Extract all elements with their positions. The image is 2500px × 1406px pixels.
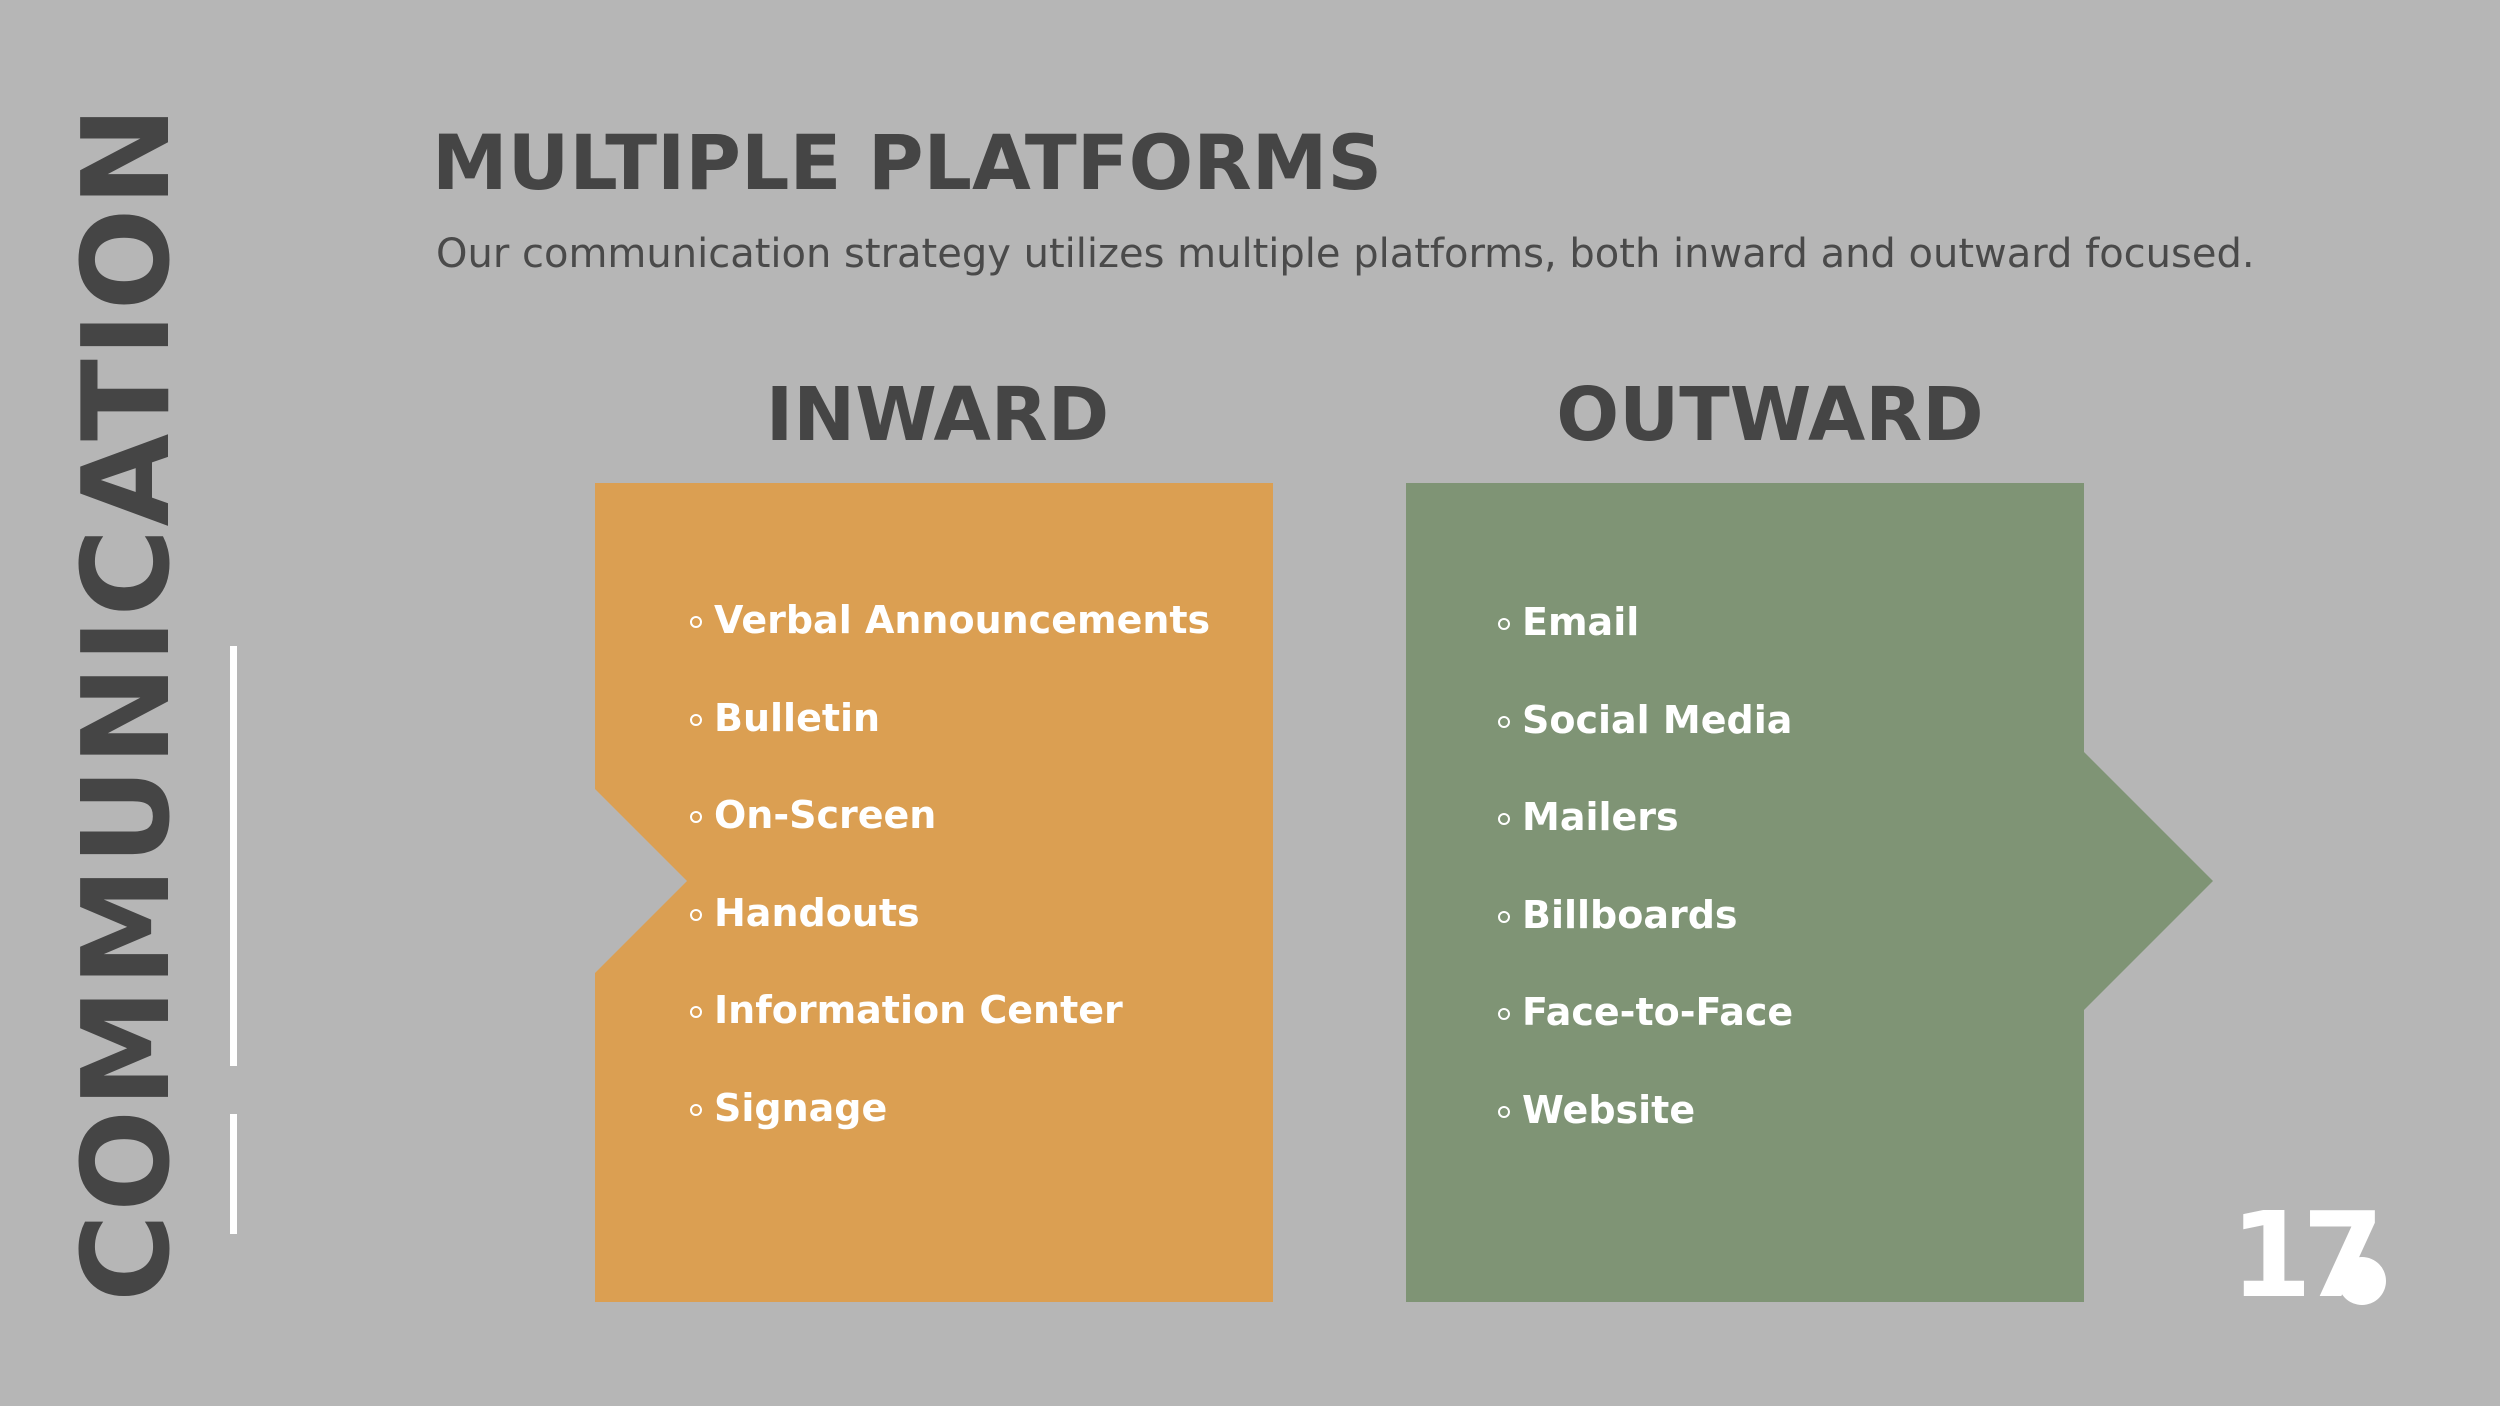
list-item: Website [1498, 1088, 1793, 1186]
list-item-label: Signage [714, 1085, 888, 1130]
list-item-label: Information Center [714, 988, 1123, 1032]
list-item-label: Verbal Announcements [714, 598, 1211, 642]
list-item: Social Media [1498, 698, 1793, 796]
bullet-icon [1498, 618, 1510, 630]
list-item: Email [1498, 600, 1793, 698]
page-number-logo: 17 [2230, 1196, 2386, 1306]
inward-heading: INWARD [765, 372, 1110, 458]
outward-heading: OUTWARD [1556, 372, 1984, 458]
list-item-label: Mailers [1522, 795, 1679, 839]
side-divider-line [230, 646, 237, 1066]
list-item-label: Billboards [1522, 892, 1738, 937]
bullet-icon [690, 616, 702, 628]
bullet-icon [690, 908, 702, 921]
list-item-label: Website [1522, 1087, 1696, 1132]
outward-item-list: Email Social Media Mailers Billboards Fa… [1498, 600, 1793, 1185]
bullet-icon [690, 1103, 702, 1116]
inward-box [595, 483, 1273, 1302]
bullet-icon [1498, 1105, 1510, 1118]
bullet-icon [1498, 910, 1510, 923]
bullet-icon [690, 811, 702, 823]
list-item: Signage [690, 1086, 1210, 1184]
bullet-icon [690, 713, 702, 726]
list-item-label: Email [1522, 600, 1640, 644]
list-item-label: Handouts [714, 890, 920, 935]
list-item: On-Screen [690, 793, 1210, 891]
list-item: Bulletin [690, 696, 1210, 794]
outward-arrow-box [1406, 483, 2213, 1302]
list-item-label: On-Screen [714, 793, 937, 837]
bullet-icon [1498, 715, 1510, 728]
page-title: MULTIPLE PLATFORMS [432, 118, 1383, 207]
list-item-label: Bulletin [714, 695, 881, 740]
bullet-icon [690, 1006, 702, 1018]
list-item: Mailers [1498, 795, 1793, 893]
list-item-label: Face-to-Face [1522, 990, 1794, 1034]
list-item: Handouts [690, 891, 1210, 989]
list-item: Verbal Announcements [690, 598, 1210, 696]
list-item: Face-to-Face [1498, 990, 1793, 1088]
page-number-dot [2338, 1257, 2386, 1305]
list-item: Information Center [690, 988, 1210, 1086]
bullet-icon [1498, 1008, 1510, 1020]
list-item-label: Social Media [1522, 697, 1793, 742]
side-divider-line [230, 1114, 237, 1234]
page-subtitle: Our communication strategy utilizes mult… [436, 231, 2255, 277]
inward-item-list: Verbal Announcements Bulletin On-Screen … [690, 598, 1210, 1183]
bullet-icon [1498, 813, 1510, 825]
list-item: Billboards [1498, 893, 1793, 991]
